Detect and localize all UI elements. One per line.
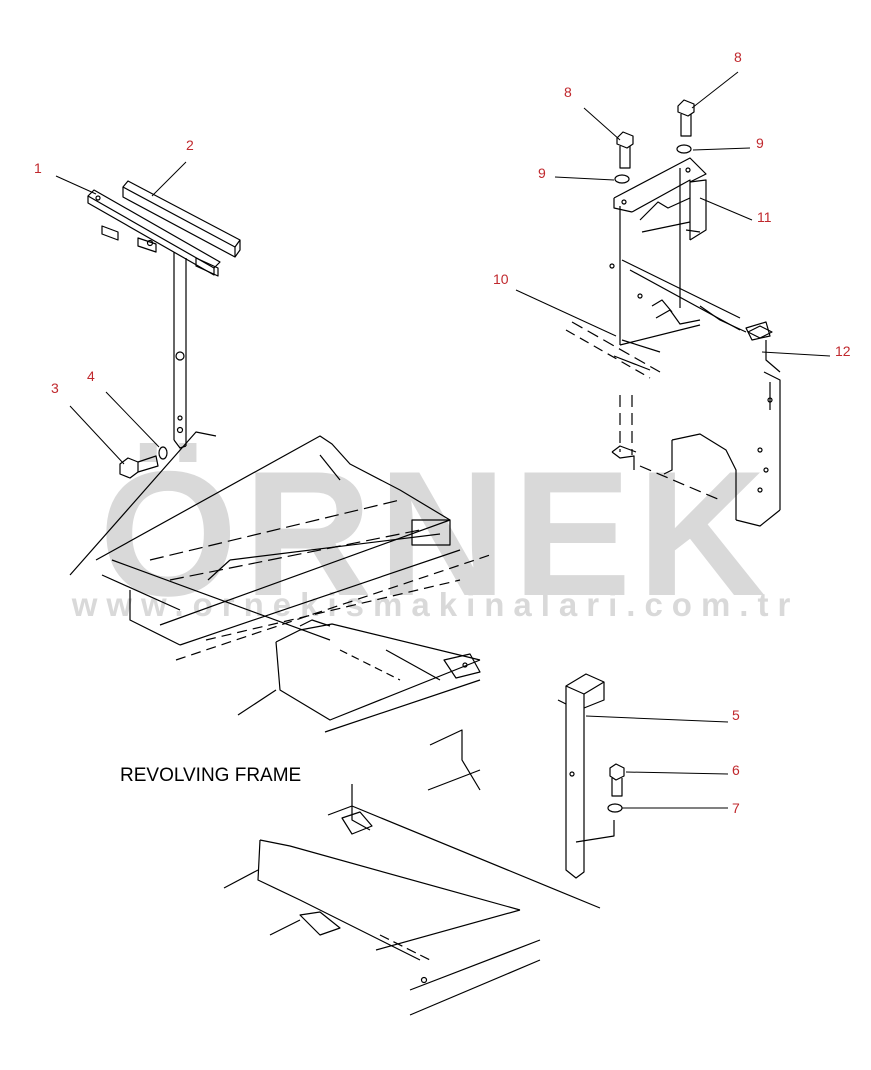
callout-1: 1 (34, 160, 42, 176)
callout-6: 6 (732, 762, 740, 778)
callout-5: 5 (732, 707, 740, 723)
revolving-frame-label: REVOLVING FRAME (120, 765, 302, 786)
callout-11: 11 (757, 209, 772, 225)
washer-part-7 (607, 803, 623, 813)
callout-12: 12 (835, 343, 851, 359)
callout-2: 2 (186, 137, 194, 153)
vertical-post-part-5 (557, 673, 615, 879)
bolt-part-3 (119, 455, 159, 479)
bolt-part-8-left (616, 131, 634, 169)
main-panel-part-10 (565, 168, 781, 527)
revolving-frame-lower (223, 729, 601, 1016)
bolt-part-6 (609, 763, 625, 797)
washer-part-9-left (614, 174, 630, 184)
callout-7: 7 (732, 800, 740, 816)
callout-10: 10 (493, 271, 509, 287)
revolving-frame-upper (69, 431, 491, 661)
callout-8-right: 8 (734, 49, 742, 65)
revolving-frame-tank (237, 619, 481, 733)
upper-bracket-part-11 (613, 157, 707, 241)
callout-4: 4 (87, 368, 95, 384)
cross-bar-part (122, 180, 241, 258)
bolt-part-8-right (677, 99, 695, 137)
clip-part-12 (747, 325, 773, 339)
callout-3: 3 (51, 380, 59, 396)
callout-leaders (55, 71, 831, 809)
callout-numbers: 1 2 3 4 5 6 7 8 8 9 9 10 11 12 (34, 49, 851, 816)
callout-9-right: 9 (756, 135, 764, 151)
washer-part-4 (158, 446, 168, 460)
washer-part-9-right (676, 144, 692, 154)
callout-9-left: 9 (538, 165, 546, 181)
callout-8-left: 8 (564, 84, 572, 100)
